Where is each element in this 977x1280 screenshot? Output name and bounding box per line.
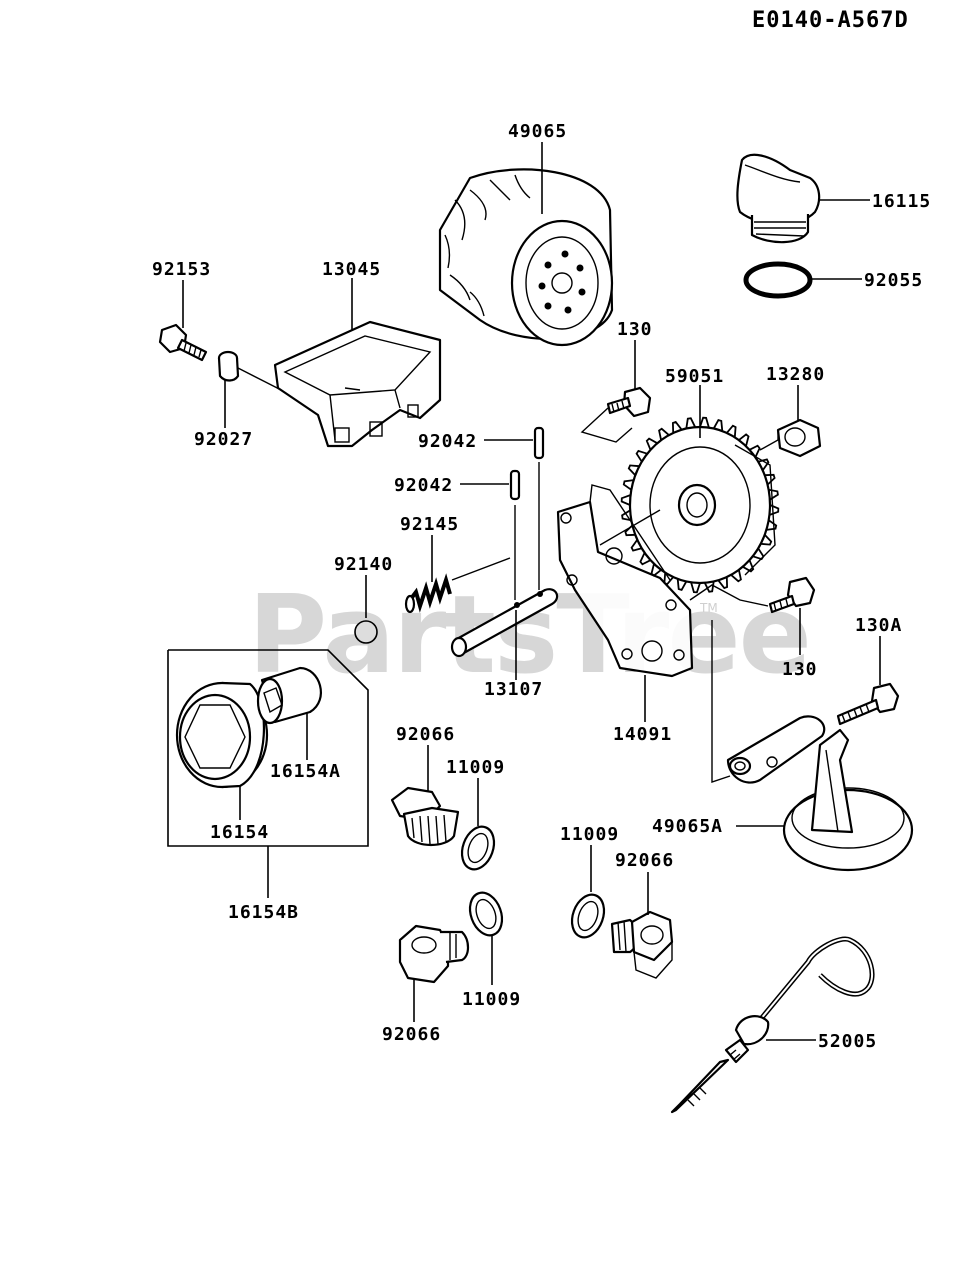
label-92140: 92140 (334, 554, 393, 575)
label-92027: 92027 (194, 429, 253, 450)
label-130a: 130A (855, 615, 902, 636)
strainer-13045[interactable] (273, 320, 442, 448)
washer-11009-b[interactable] (464, 888, 507, 940)
oil-cap-16115[interactable] (736, 153, 821, 244)
label-92055: 92055 (864, 270, 923, 291)
drain-plug-92066-b[interactable] (398, 924, 470, 984)
bolt-130-mid[interactable] (768, 576, 816, 614)
label-13045: 13045 (322, 259, 381, 280)
label-11009-b: 11009 (462, 989, 521, 1010)
diagram-code: E0140-A567D (752, 8, 909, 33)
pin-92042-a[interactable] (533, 426, 545, 460)
gear-59051[interactable] (628, 425, 776, 585)
drain-plug-92066-c[interactable] (610, 910, 674, 979)
label-92042-a: 92042 (418, 431, 477, 452)
washer-11009-c[interactable] (566, 890, 609, 942)
ball-92140[interactable] (354, 620, 378, 644)
oil-filter-49065[interactable] (438, 168, 614, 347)
collar-92027[interactable] (217, 350, 240, 382)
label-13107: 13107 (484, 679, 543, 700)
spring-92145[interactable] (404, 573, 452, 614)
label-52005: 52005 (818, 1031, 877, 1052)
label-16154a: 16154A (270, 761, 341, 782)
label-16115: 16115 (872, 191, 931, 212)
oil-strainer-49065a[interactable] (726, 715, 914, 872)
plate-14091[interactable] (556, 484, 694, 678)
label-13280: 13280 (766, 364, 825, 385)
label-49065: 49065 (508, 121, 567, 142)
label-92066-c: 92066 (615, 850, 674, 871)
pin-92042-b[interactable] (509, 469, 521, 501)
label-59051: 59051 (665, 366, 724, 387)
label-11009-c: 11009 (560, 824, 619, 845)
label-92066-a: 92066 (396, 724, 455, 745)
o-ring-92055[interactable] (743, 261, 813, 299)
label-92153: 92153 (152, 259, 211, 280)
label-92145: 92145 (400, 514, 459, 535)
washer-11009-a[interactable] (456, 822, 499, 874)
watermark-text: PartsTree (248, 573, 810, 698)
drain-plug-92066-a[interactable] (390, 786, 460, 847)
plunger-16154a[interactable] (256, 666, 322, 725)
nut-13280[interactable] (759, 418, 822, 458)
dipstick-52005[interactable] (670, 936, 875, 1114)
label-16154b: 16154B (228, 902, 299, 923)
label-130-top: 130 (617, 319, 653, 340)
bolt-130-top[interactable] (606, 386, 652, 418)
label-49065a: 49065A (652, 816, 723, 837)
sleeve-16154[interactable] (175, 681, 269, 789)
gear-teeth-outline (620, 416, 780, 594)
label-92066-b: 92066 (382, 1024, 441, 1045)
label-16154: 16154 (210, 822, 269, 843)
label-130-mid: 130 (782, 659, 818, 680)
relief-valve-box (167, 649, 369, 847)
gear-teeth (620, 416, 780, 594)
bolt-130a[interactable] (836, 682, 900, 726)
label-14091: 14091 (613, 724, 672, 745)
label-11009-a: 11009 (446, 757, 505, 778)
label-92042-b: 92042 (394, 475, 453, 496)
bolt-92153[interactable] (158, 323, 208, 362)
watermark-trademark: TM (699, 601, 718, 615)
shaft-13107[interactable] (450, 588, 559, 658)
